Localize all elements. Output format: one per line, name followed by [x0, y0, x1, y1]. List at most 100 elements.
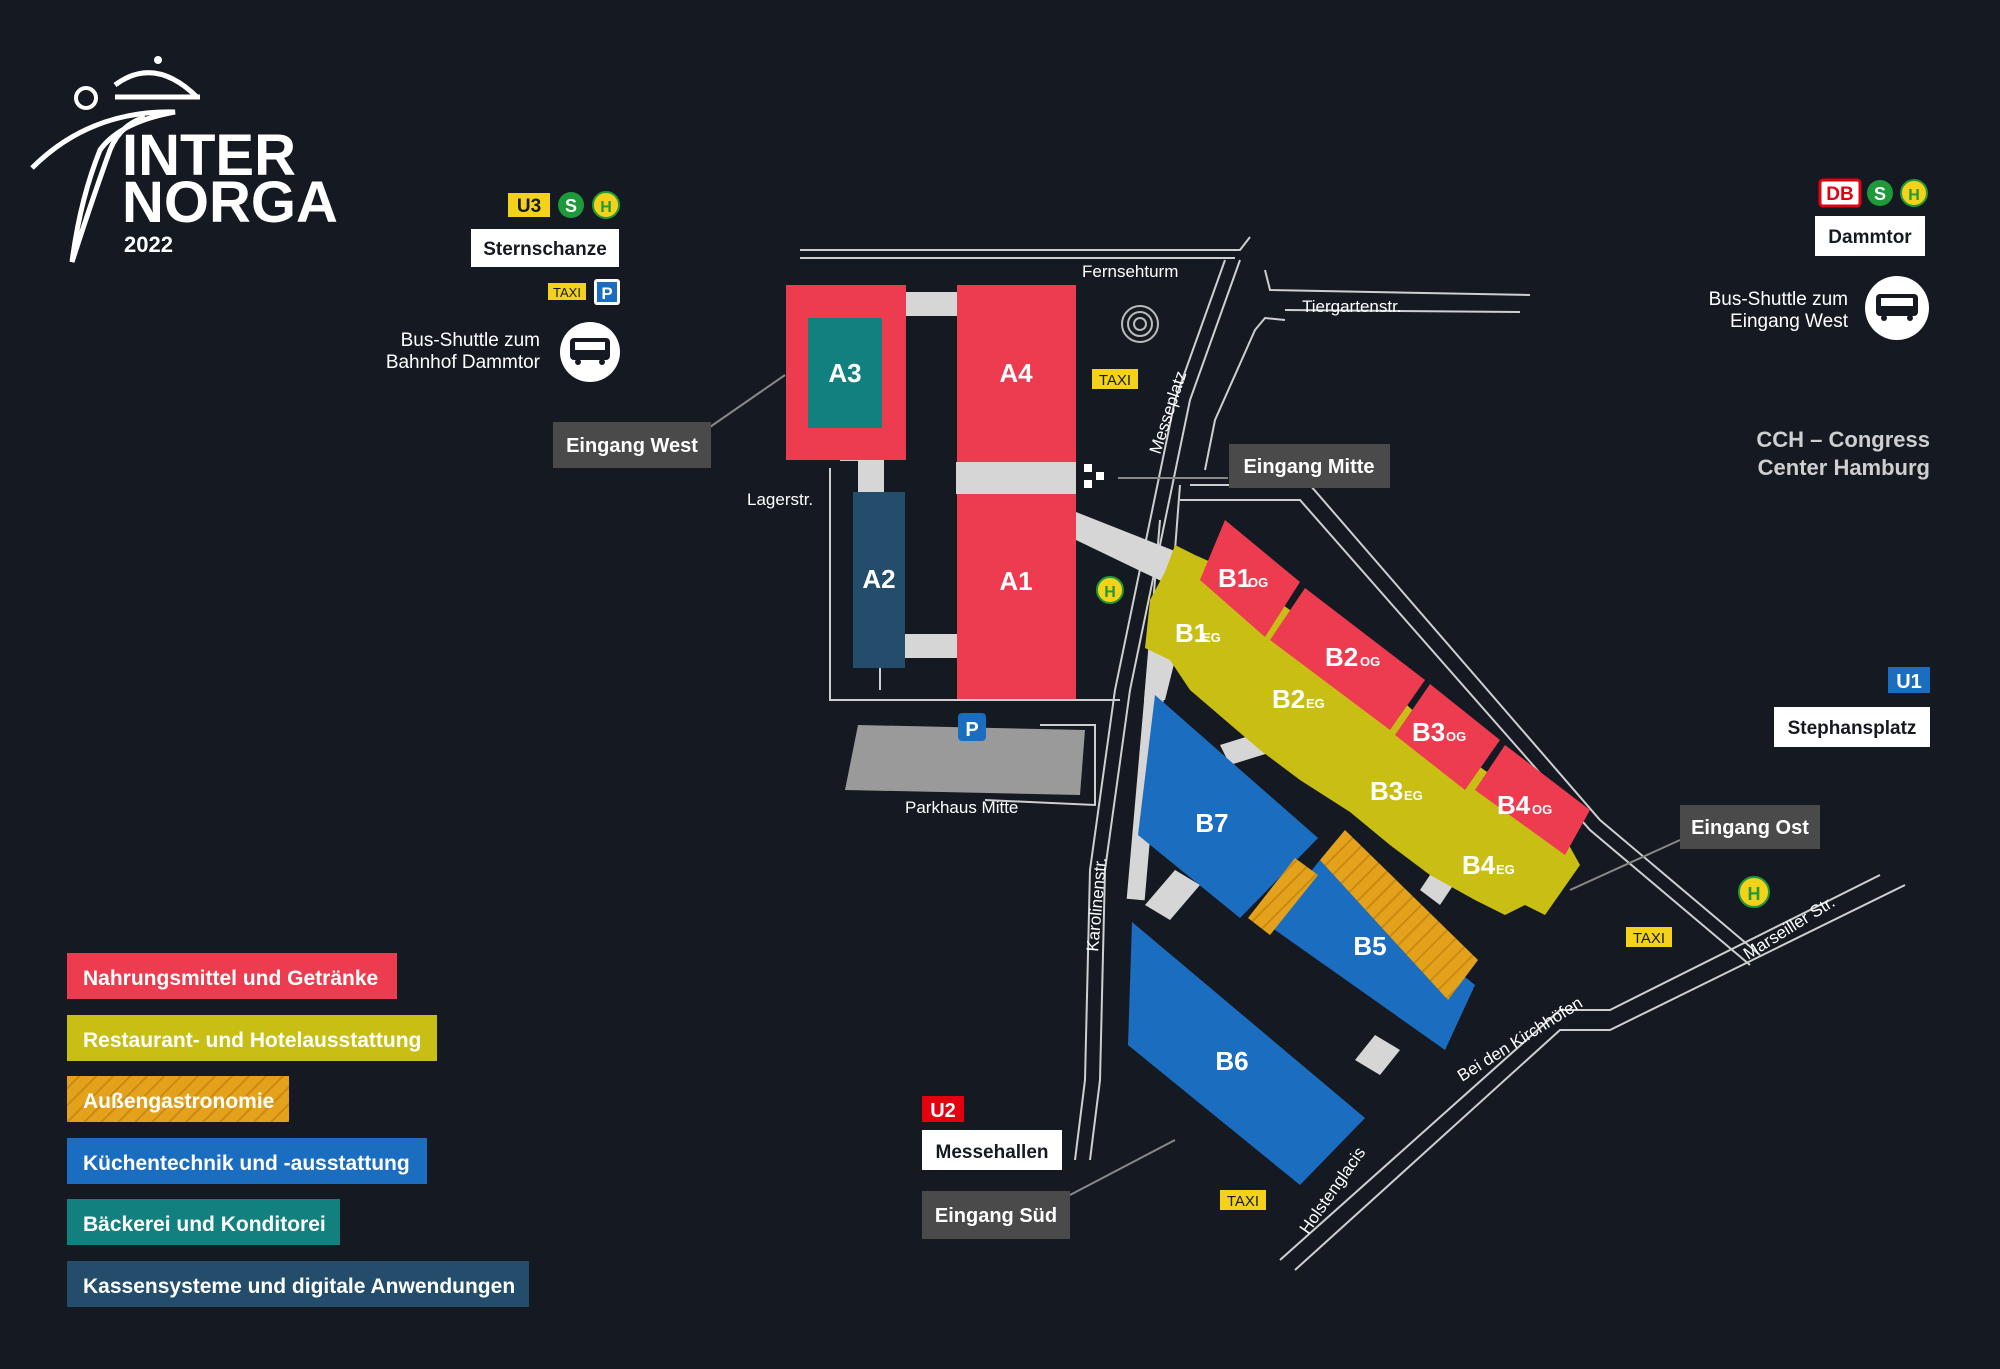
hall-b4eg-sub: EG: [1496, 862, 1515, 877]
entrance-sued[interactable]: Eingang Süd: [922, 1191, 1070, 1239]
hall-b7-label: B7: [1195, 808, 1228, 838]
bus-stop-icon-dammtor-text: H: [1908, 187, 1920, 204]
entrance-mitte[interactable]: Eingang Mitte: [1229, 444, 1390, 488]
taxi-icon-ost-text: TAXI: [1633, 930, 1665, 947]
entrance-sued-label: Eingang Süd: [935, 1205, 1057, 1227]
hall-b5-label: B5: [1353, 931, 1386, 961]
walkway-a4-a1: [956, 462, 1076, 494]
bus-icon-right[interactable]: [1865, 276, 1929, 340]
u3-badge: U3: [508, 193, 550, 217]
hall-b2og[interactable]: B2 OG: [1270, 588, 1425, 730]
u1-badge: U1: [1888, 667, 1930, 693]
station-messehallen-label: Messehallen: [936, 1142, 1049, 1163]
hall-b3eg-sub: EG: [1404, 788, 1423, 803]
entrance-west-pointer: [709, 374, 786, 428]
legend-item-kitchen-label: Küchentechnik und -ausstattung: [83, 1152, 410, 1175]
legend-item-bakery: Bäckerei und Konditorei: [67, 1199, 340, 1245]
parking-icon-west-text: P: [601, 284, 612, 303]
hall-a2[interactable]: A2: [853, 492, 905, 668]
station-sternschanze[interactable]: Sternschanze: [471, 229, 619, 267]
hall-b1og[interactable]: B1 OG: [1200, 520, 1300, 637]
walkway-b7-b6: [1145, 870, 1200, 920]
bus-stop-icon-sternschanze-text: H: [600, 199, 612, 216]
hall-b4og[interactable]: B4 OG: [1475, 745, 1590, 855]
entrance-mitte-icon: [1084, 464, 1104, 488]
hall-b2eg-label: B2: [1272, 684, 1305, 714]
hall-a3-label: A3: [828, 358, 861, 388]
hall-b4og-sub: OG: [1532, 802, 1552, 817]
legend-item-food-label: Nahrungsmittel und Getränke: [83, 967, 378, 990]
station-messehallen[interactable]: Messehallen: [922, 1130, 1062, 1170]
walkway-a3-a2: [858, 460, 884, 492]
station-stephansplatz-label: Stephansplatz: [1788, 718, 1917, 739]
hall-a3[interactable]: A3: [786, 285, 906, 460]
bus-stop-icon-sternschanze: H: [592, 191, 620, 219]
db-badge-text: DB: [1826, 184, 1853, 205]
hall-b1eg-sub: EG: [1202, 630, 1221, 645]
bus-stop-icon-a1: H: [1096, 576, 1124, 604]
bus-icon-left[interactable]: [560, 322, 620, 382]
u3-badge-text: U3: [517, 196, 541, 217]
hall-a4-label: A4: [999, 358, 1033, 388]
station-dammtor[interactable]: Dammtor: [1815, 216, 1925, 256]
hall-a4[interactable]: A4: [957, 285, 1076, 462]
parking-icon-west: P: [594, 279, 620, 305]
u2-badge-text: U2: [930, 1100, 956, 1122]
hall-b3og[interactable]: B3 OG: [1395, 684, 1500, 790]
hall-b5[interactable]: B5: [1248, 830, 1478, 1050]
hall-b4og-label: B4: [1497, 790, 1531, 820]
u2-badge: U2: [922, 1096, 964, 1122]
taxi-icon-sued: TAXI: [1220, 1190, 1266, 1210]
hall-a1[interactable]: A1: [957, 494, 1076, 699]
sbahn-icon-dammtor: S: [1867, 180, 1893, 206]
logo-line2: NORGA: [122, 170, 338, 235]
walkway-a3-a4: [905, 292, 957, 316]
shuttle-right-line2: Eingang West: [1730, 311, 1849, 332]
bus-stop-icon-ost-text: H: [1748, 884, 1761, 904]
entrance-ost-pointer: [1569, 839, 1681, 891]
taxi-icon-west: TAXI: [548, 283, 586, 300]
hall-a2-label: A2: [862, 564, 895, 594]
street-lagerstr: Lagerstr.: [747, 490, 813, 509]
legend: Nahrungsmittel und Getränke Restaurant- …: [67, 953, 529, 1307]
bus-stop-icon-ost: H: [1738, 876, 1770, 908]
sbahn-icon-sternschanze: S: [558, 192, 584, 218]
cch-line1: CCH – Congress: [1756, 427, 1930, 452]
taxi-icon-west-text: TAXI: [553, 285, 581, 300]
entrance-sued-pointer: [1069, 1139, 1176, 1196]
sbahn-icon-sternschanze-text: S: [565, 196, 577, 216]
legend-item-outdoor-label: Außengastronomie: [83, 1090, 274, 1113]
entrance-mitte-label: Eingang Mitte: [1243, 456, 1374, 478]
hall-b7[interactable]: B7: [1138, 695, 1318, 918]
walkway-a1-b: [1076, 512, 1190, 590]
station-stephansplatz[interactable]: Stephansplatz: [1774, 707, 1930, 747]
entrance-west-label: Eingang West: [566, 435, 698, 457]
hall-b-eg[interactable]: [1145, 545, 1580, 915]
shuttle-right-line1: Bus-Shuttle zum: [1709, 289, 1848, 310]
logo-line1: INTER: [122, 123, 296, 188]
walkway-a2-a1: [905, 634, 957, 658]
taxi-icon-sued-text: TAXI: [1227, 1193, 1259, 1210]
hall-b2eg-sub: EG: [1306, 696, 1325, 711]
legend-item-kitchen: Küchentechnik und -ausstattung: [67, 1138, 427, 1184]
sbahn-icon-dammtor-text: S: [1874, 184, 1886, 204]
parking-icon-mitte: P: [958, 713, 986, 741]
entrance-west[interactable]: Eingang West: [553, 422, 711, 468]
entrance-ost[interactable]: Eingang Ost: [1680, 805, 1820, 849]
hall-b3eg-label: B3: [1370, 776, 1403, 806]
legend-item-pos: Kassensysteme und digitale Anwendungen: [67, 1261, 529, 1307]
legend-item-food: Nahrungsmittel und Getränke: [67, 953, 397, 999]
station-sternschanze-label: Sternschanze: [483, 239, 607, 260]
internorga-logo: INTER NORGA 2022: [30, 56, 338, 263]
taxi-icon-ost: TAXI: [1626, 927, 1672, 947]
parkhaus-mitte[interactable]: Parkhaus Mitte: [845, 725, 1085, 817]
hall-b1og-label: B1: [1218, 563, 1251, 593]
hall-b6[interactable]: B6: [1128, 922, 1365, 1185]
hall-b6-label: B6: [1215, 1046, 1248, 1076]
tv-tower-icon: [1121, 305, 1159, 343]
hall-b1eg-label: B1: [1175, 618, 1208, 648]
entrance-ost-label: Eingang Ost: [1691, 817, 1809, 839]
hall-b4eg-label: B4: [1462, 850, 1496, 880]
shuttle-left-line2: Bahnhof Dammtor: [386, 352, 541, 373]
